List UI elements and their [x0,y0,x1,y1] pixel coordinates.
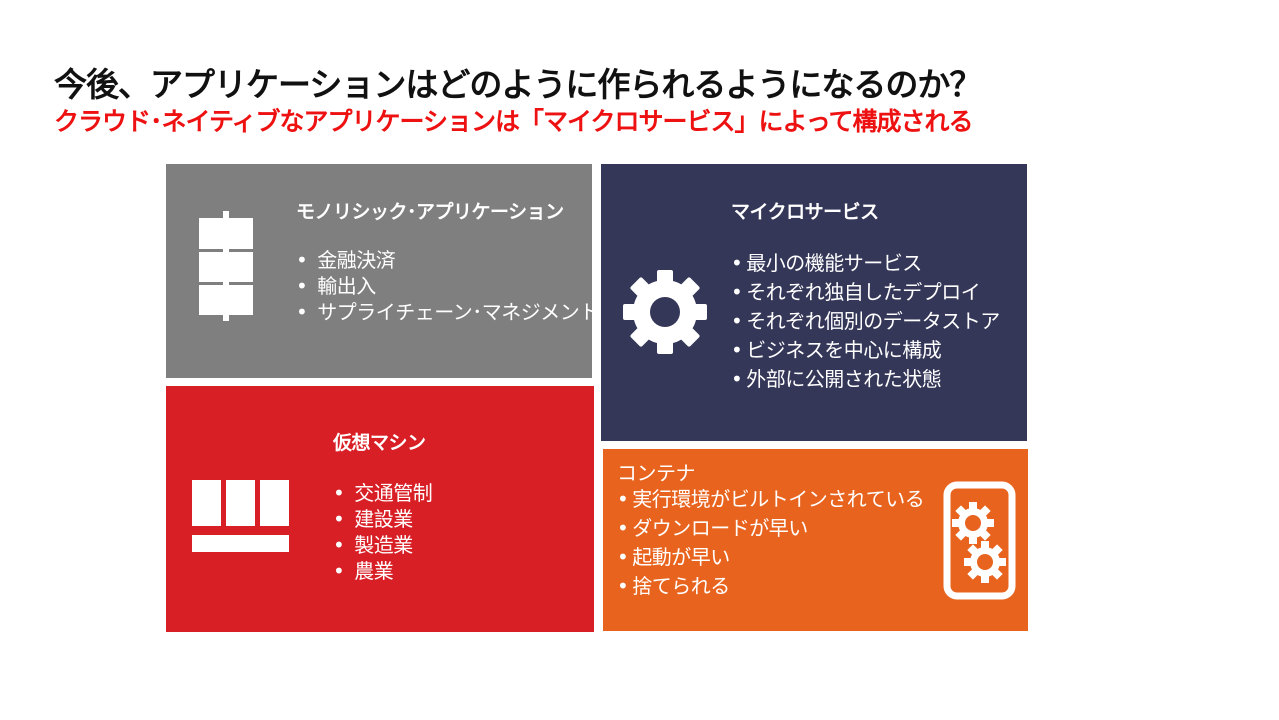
microservices-heading: マイクロサービス [731,201,879,223]
monolithic-heading: モノリシック･アプリケーション [296,201,564,223]
server-blocks-icon [192,480,289,552]
list-item: ダウンロードが早い [617,514,924,543]
list-item: 外部に公開された状態 [731,365,1000,394]
slide-subtitle: クラウド･ネイティブなアプリケーションは「マイクロサービス」によって構成される [54,107,974,136]
gear-icon [623,270,707,354]
container-heading: コンテナ [617,461,696,485]
list-item: 交通管制 [333,480,433,506]
slide-title: 今後、アプリケーションはどのように作られるようになるのか？ [54,65,982,104]
list-item: 起動が早い [617,543,924,572]
vm-list: 交通管制 建設業 製造業 農業 [333,480,433,584]
container-panel: コンテナ 実行環境がビルトインされている ダウンロードが早い 起動が早い 捨てら… [603,449,1028,631]
container-gears-icon [943,481,1016,600]
vm-heading: 仮想マシン [333,432,426,454]
microservices-panel: マイクロサービス 最小の機能サービス それぞれ独自したデプロイ それぞれ個別のデ… [601,164,1027,441]
list-item: それぞれ独自したデプロイ [731,278,1000,307]
stacked-blocks-icon [199,211,253,321]
list-item: サプライチェーン･マネジメント [296,299,599,325]
list-item: それぞれ個別のデータストア [731,307,1000,336]
vm-panel: 仮想マシン 交通管制 建設業 製造業 農業 [166,386,594,632]
list-item: 捨てられる [617,572,924,601]
monolithic-panel: モノリシック･アプリケーション 金融決済 輸出入 サプライチェーン･マネジメント [166,164,599,378]
monolithic-list: 金融決済 輸出入 サプライチェーン･マネジメント [296,247,599,325]
list-item: 金融決済 [296,247,599,273]
list-item: 農業 [333,558,432,584]
list-item: 最小の機能サービス [731,249,1000,278]
list-item: 建設業 [333,506,432,532]
list-item: 輸出入 [296,273,599,299]
list-item: ビジネスを中心に構成 [731,336,1000,365]
microservices-list: 最小の機能サービス それぞれ独自したデプロイ それぞれ個別のデータストア ビジネ… [731,249,1000,394]
container-list: 実行環境がビルトインされている ダウンロードが早い 起動が早い 捨てられる [617,485,924,601]
list-item: 製造業 [333,532,432,558]
list-item: 実行環境がビルトインされている [617,485,924,514]
